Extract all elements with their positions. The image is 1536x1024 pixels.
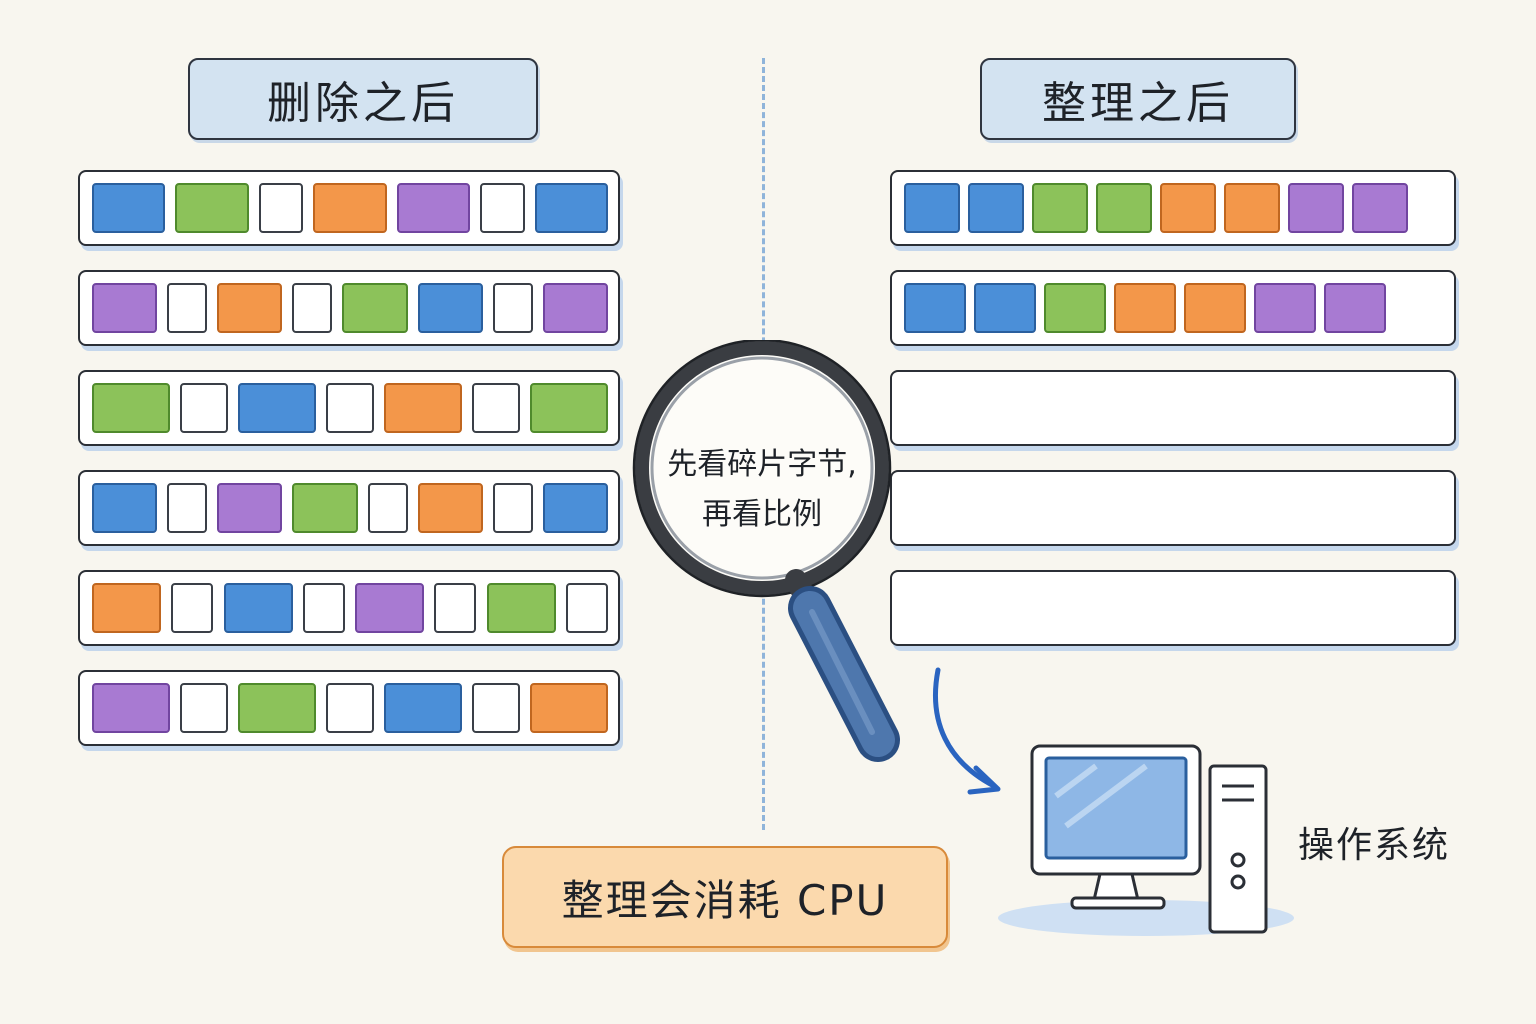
right-empty-row (890, 570, 1456, 646)
free-block (492, 283, 533, 333)
orange-data-block (529, 683, 608, 733)
green-data-block (92, 383, 171, 433)
purple-data-block (1352, 183, 1408, 233)
green-data-block (1044, 283, 1106, 333)
green-data-block (1096, 183, 1152, 233)
purple-data-block (1254, 283, 1316, 333)
left-memory-row (78, 670, 620, 746)
purple-data-block (1288, 183, 1344, 233)
magnifier-line-2: 再看比例 (702, 497, 822, 532)
free-block (434, 583, 477, 633)
free-block (472, 683, 520, 733)
cpu-cost-text: 整理会消耗 CPU (561, 875, 889, 925)
orange-data-block (417, 483, 483, 533)
orange-data-block (1184, 283, 1246, 333)
right-title: 整理之后 (980, 58, 1296, 140)
green-data-block (175, 183, 249, 233)
blue-data-block (92, 483, 158, 533)
right-memory-rows (890, 170, 1456, 670)
free-block (565, 583, 608, 633)
blue-data-block (417, 283, 483, 333)
free-block (472, 383, 520, 433)
right-empty-row (890, 370, 1456, 446)
right-memory-row (890, 170, 1456, 246)
free-block (292, 283, 333, 333)
blue-data-block (383, 683, 463, 733)
green-data-block (342, 283, 408, 333)
blue-data-block (223, 583, 293, 633)
magnifier-line-1: 先看碎片字节, (667, 447, 857, 482)
green-data-block (529, 383, 608, 433)
left-memory-row (78, 170, 620, 246)
left-memory-rows (78, 170, 620, 770)
orange-data-block (313, 183, 387, 233)
green-data-block (292, 483, 358, 533)
left-memory-row (78, 570, 620, 646)
blue-data-block (968, 183, 1024, 233)
right-memory-row (890, 270, 1456, 346)
blue-data-block (237, 383, 317, 433)
green-data-block (1032, 183, 1088, 233)
green-data-block (486, 583, 556, 633)
free-block (492, 483, 533, 533)
free-block (326, 383, 374, 433)
orange-data-block (92, 583, 162, 633)
blue-data-block (534, 183, 608, 233)
purple-data-block (92, 283, 158, 333)
purple-data-block (396, 183, 470, 233)
blue-data-block (974, 283, 1036, 333)
curved-arrow-icon (933, 667, 1001, 795)
left-memory-row (78, 470, 620, 546)
purple-data-block (542, 283, 608, 333)
orange-data-block (1114, 283, 1176, 333)
magnifier-icon (632, 340, 900, 762)
purple-data-block (355, 583, 425, 633)
magnifier-caption: 先看碎片字节, 再看比例 (646, 440, 878, 540)
os-label: 操作系统 (1298, 825, 1451, 866)
purple-data-block (92, 683, 171, 733)
free-block (180, 383, 228, 433)
free-block (180, 683, 228, 733)
blue-data-block (904, 283, 966, 333)
orange-data-block (1160, 183, 1216, 233)
purple-data-block (1324, 283, 1386, 333)
blue-data-block (92, 183, 166, 233)
free-block (367, 483, 408, 533)
blue-data-block (904, 183, 960, 233)
free-block (167, 283, 208, 333)
free-block (171, 583, 214, 633)
free-block (326, 683, 374, 733)
orange-data-block (383, 383, 463, 433)
orange-data-block (1224, 183, 1280, 233)
green-data-block (237, 683, 317, 733)
free-block (258, 183, 304, 233)
left-memory-row (78, 370, 620, 446)
free-block (302, 583, 345, 633)
purple-data-block (217, 483, 283, 533)
orange-data-block (217, 283, 283, 333)
right-title-text: 整理之后 (1042, 78, 1234, 129)
right-empty-row (890, 470, 1456, 546)
computer-icon (998, 744, 1294, 936)
left-title: 删除之后 (188, 58, 538, 140)
free-block (480, 183, 525, 233)
cpu-cost-note: 整理会消耗 CPU (502, 846, 948, 948)
left-title-text: 删除之后 (267, 78, 459, 129)
left-memory-row (78, 270, 620, 346)
free-block (167, 483, 208, 533)
blue-data-block (542, 483, 608, 533)
